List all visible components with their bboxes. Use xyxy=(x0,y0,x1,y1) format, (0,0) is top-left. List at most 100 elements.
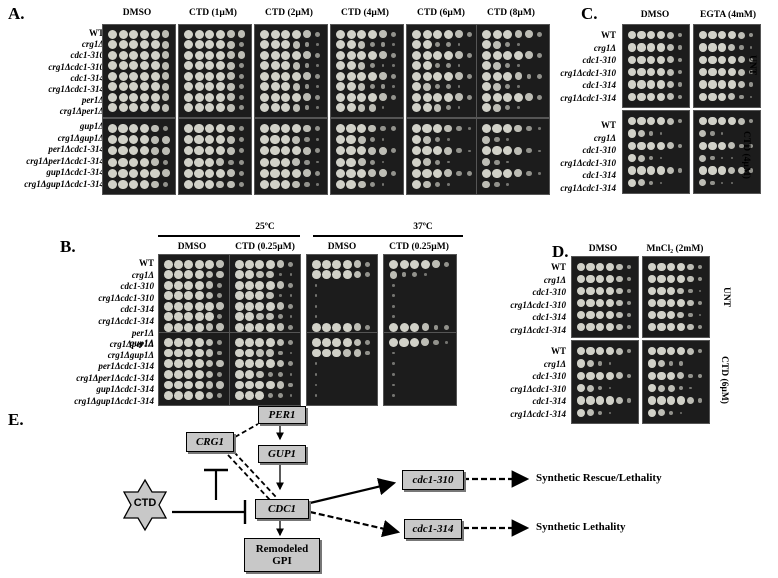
colony-spot xyxy=(183,135,193,145)
panel-c-top-strain-label: crg1Δ xyxy=(593,42,616,53)
colony-spot xyxy=(689,386,692,390)
colony-spot xyxy=(667,298,676,308)
colony-spot xyxy=(627,55,636,64)
colony-spot xyxy=(444,169,453,178)
colony-spot xyxy=(255,259,265,269)
colony-spot xyxy=(265,280,275,290)
colony-spot xyxy=(332,259,342,269)
panel-b-plate-37-dmso-2 xyxy=(306,332,378,406)
panel-d-letter: D. xyxy=(552,242,569,261)
colony-spot xyxy=(335,168,345,178)
colony-spot xyxy=(183,146,193,156)
colony-spot xyxy=(118,179,128,189)
colony-spot xyxy=(281,50,291,60)
colony-spot xyxy=(505,42,511,48)
colony-spot xyxy=(315,52,321,58)
colony-spot xyxy=(433,146,443,156)
colony-spot xyxy=(205,29,215,39)
colony-spot xyxy=(637,31,646,40)
colony-spot xyxy=(139,61,149,71)
colony-spot xyxy=(129,61,139,71)
colony-spot xyxy=(276,381,285,389)
colony-spot xyxy=(217,282,223,288)
colony-spot xyxy=(627,117,636,126)
colony-spot xyxy=(659,156,663,160)
colony-spot xyxy=(270,92,280,102)
colony-spot xyxy=(455,93,463,102)
colony-spot xyxy=(627,68,636,77)
colony-spot xyxy=(676,396,685,405)
colony-spot xyxy=(388,337,398,347)
panel-a-plate-top xyxy=(476,24,550,118)
colony-spot xyxy=(411,124,421,134)
colony-spot xyxy=(184,291,194,301)
colony-spot xyxy=(357,135,366,144)
colony-spot xyxy=(234,322,244,332)
panel-a-plate-bottom xyxy=(178,118,252,195)
colony-spot xyxy=(205,359,214,368)
colony-spot xyxy=(267,393,273,399)
colony-spot xyxy=(668,361,674,366)
colony-spot xyxy=(538,127,542,130)
colony-spot xyxy=(342,259,352,269)
colony-spot xyxy=(118,40,128,50)
colony-spot xyxy=(422,29,432,39)
colony-spot xyxy=(315,148,321,154)
colony-spot xyxy=(411,71,421,81)
colony-spot xyxy=(433,339,439,345)
colony-spot xyxy=(259,29,269,39)
colony-spot xyxy=(537,31,543,37)
colony-spot xyxy=(698,80,707,89)
colony-spot xyxy=(687,263,694,271)
colony-spot xyxy=(184,380,194,390)
colony-spot xyxy=(150,168,160,178)
colony-spot xyxy=(739,45,744,50)
colony-spot xyxy=(748,143,754,149)
colony-spot xyxy=(163,391,173,401)
colony-spot xyxy=(289,394,293,397)
colony-spot xyxy=(215,50,225,60)
panel-d-condition-label: MnCl₂ (2mM) xyxy=(646,244,704,254)
colony-spot xyxy=(627,31,636,40)
gup1-node: GUP1 xyxy=(258,445,306,463)
colony-spot xyxy=(537,94,543,100)
colony-spot xyxy=(698,313,702,317)
colony-spot xyxy=(576,322,585,332)
colony-spot xyxy=(161,30,170,39)
colony-spot xyxy=(234,312,244,322)
colony-spot xyxy=(647,55,656,64)
colony-spot xyxy=(698,68,707,77)
colony-spot xyxy=(708,55,717,64)
colony-spot xyxy=(647,274,656,284)
colony-spot xyxy=(205,92,215,102)
panel-b-bottom-strain-label: per1Δcdc1-314 xyxy=(98,361,154,372)
colony-spot xyxy=(423,135,431,144)
colony-spot xyxy=(433,103,442,112)
panel-c-bottom-strain-label: WT xyxy=(600,120,616,130)
colony-spot xyxy=(118,50,128,60)
colony-spot xyxy=(129,40,139,50)
panel-b-bottom-strain-label: gup1Δcdc1-314 xyxy=(96,384,154,395)
colony-spot xyxy=(288,324,294,330)
colony-spot xyxy=(255,359,265,369)
panel-b-temp-37: 37ºC xyxy=(413,222,433,232)
panel-a-condition-label: CTD (8µM) xyxy=(487,8,535,18)
colony-spot xyxy=(637,141,646,150)
colony-spot xyxy=(315,126,321,132)
colony-spot xyxy=(456,170,462,176)
colony-spot xyxy=(107,40,117,50)
colony-spot xyxy=(468,127,472,130)
crg1-to-cdc1-dashed-1 xyxy=(227,454,271,501)
colony-spot xyxy=(456,148,462,154)
colony-spot xyxy=(455,51,463,60)
colony-spot xyxy=(174,391,183,401)
colony-spot xyxy=(749,46,753,49)
colony-spot xyxy=(422,71,432,81)
colony-spot xyxy=(150,50,160,60)
colony-spot xyxy=(492,71,502,81)
panel-b-plate-25-ctd-2 xyxy=(229,332,301,406)
colony-spot xyxy=(316,85,319,89)
colony-spot xyxy=(433,124,443,134)
colony-spot xyxy=(289,373,293,376)
colony-spot xyxy=(292,61,301,70)
